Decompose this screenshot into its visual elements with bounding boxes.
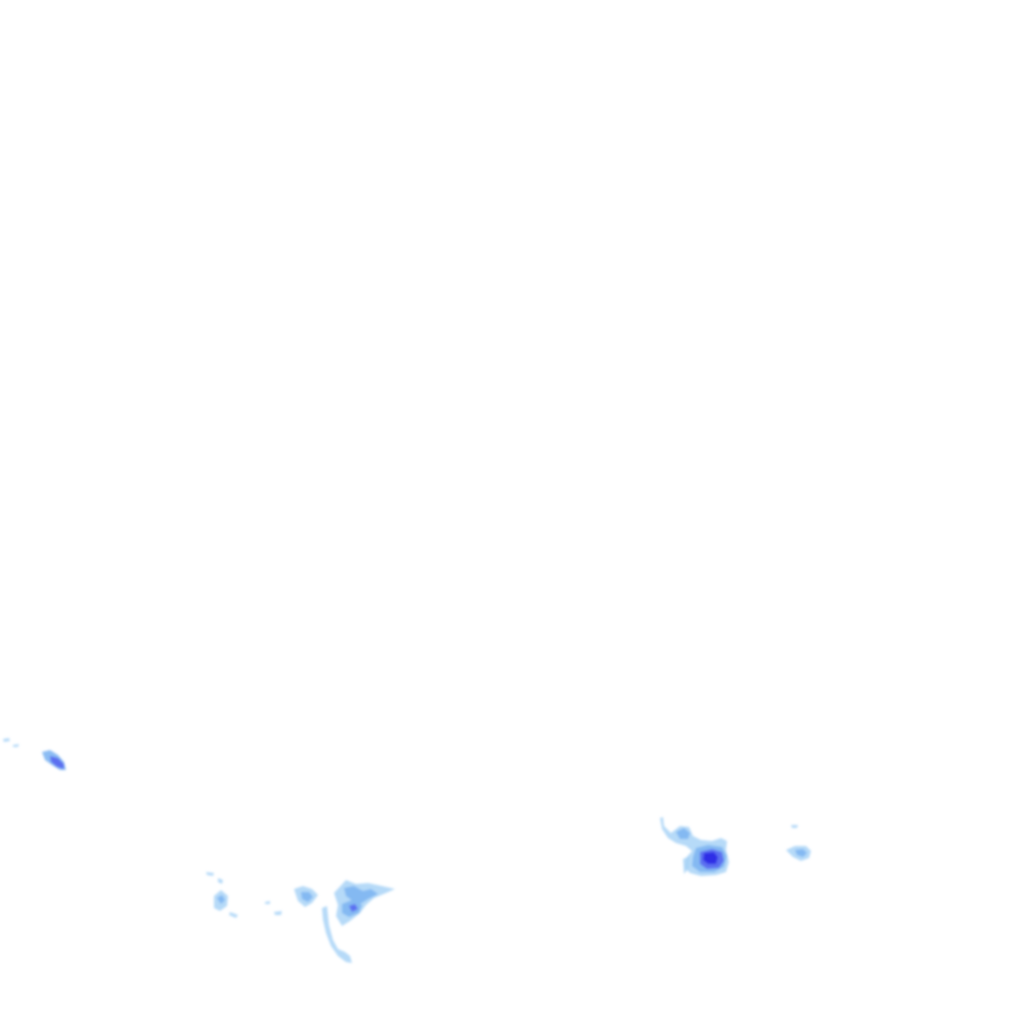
precip-echo-light [265, 901, 270, 904]
precip-echo-heavy [349, 904, 358, 912]
precip-echo-medium [217, 895, 225, 904]
precip-echo-medium [301, 892, 313, 902]
precip-echo-medium [795, 849, 807, 857]
precip-echo-light [683, 856, 690, 874]
precip-cell-southeast-east [786, 825, 811, 861]
precip-echo-light [334, 880, 395, 926]
precip-echo-light [791, 825, 798, 828]
precip-cell-west [3, 738, 66, 770]
precip-echo-light [322, 906, 352, 963]
precip-echo-light [13, 744, 19, 747]
precip-echo-medium [344, 886, 378, 904]
precip-echo-heavy [50, 756, 64, 769]
precip-echo-light [206, 872, 214, 876]
precip-echo-light [218, 878, 223, 884]
precip-echo-intense [703, 852, 718, 864]
precip-echo-light [3, 738, 10, 742]
precip-echo-light [229, 912, 238, 918]
precip-cell-southwest-cluster [294, 880, 395, 963]
precip-cell-southwest-small [206, 872, 282, 918]
precip-cell-southeast-main [660, 817, 729, 876]
precip-echo-medium [676, 828, 690, 839]
precip-echo-light [274, 911, 282, 915]
